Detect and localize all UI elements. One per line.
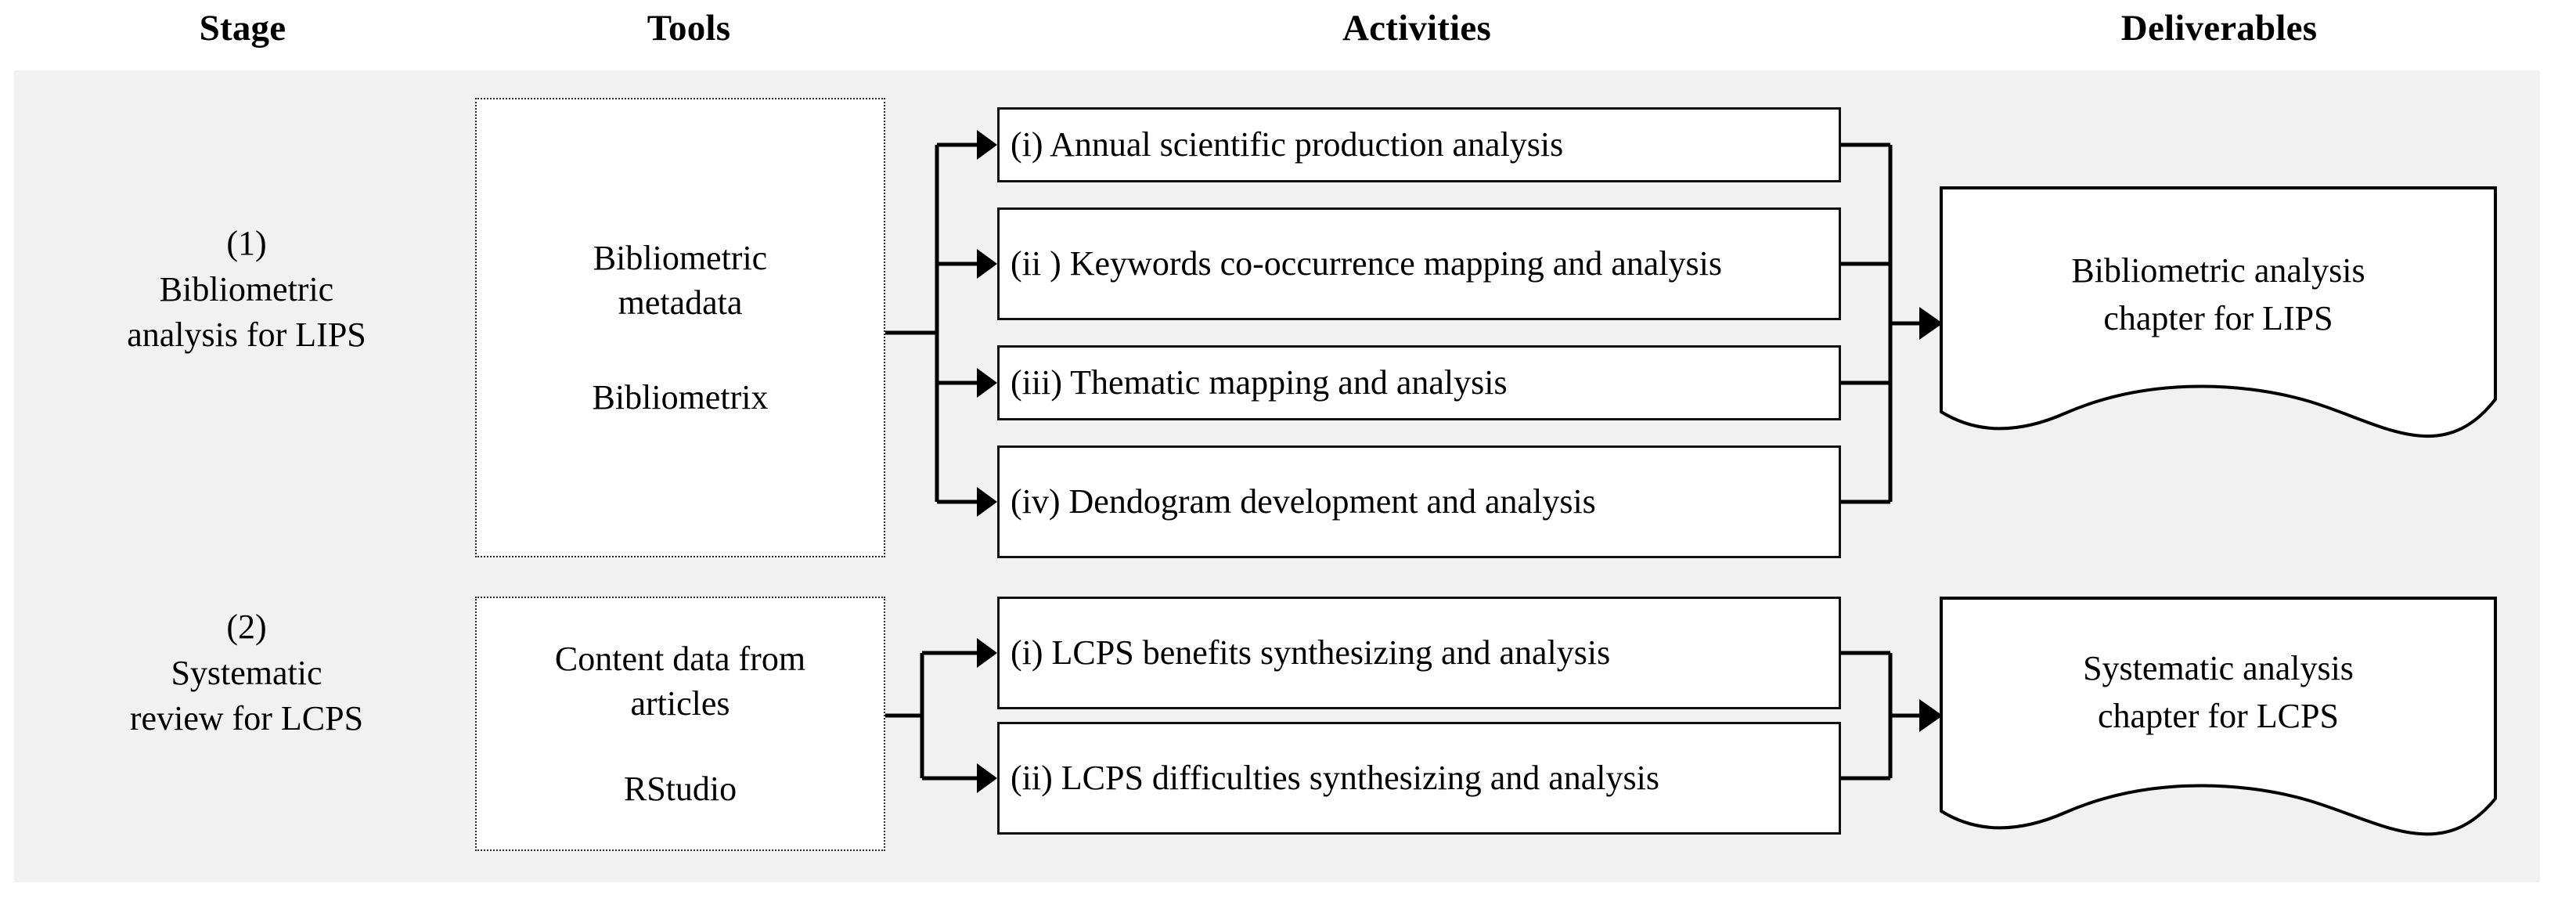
- activity-label-1-iv: (iv) Dendogram development and analysis: [1011, 482, 1596, 521]
- activity-label-2-ii: (ii) LCPS difficulties synthesizing and …: [1011, 759, 1659, 798]
- deliverable-document-1: Bibliometric analysis chapter for LIPS: [1940, 186, 2497, 442]
- activity-label-1-iii: (iii) Thematic mapping and analysis: [1011, 363, 1508, 402]
- activity-box-1-ii: (ii ) Keywords co-occurrence mapping and…: [997, 207, 1841, 320]
- column-header-tools: Tools: [647, 8, 731, 49]
- column-header-activities: Activities: [1342, 8, 1491, 49]
- deliverable-label-2: Systematic analysis chapter for LCPS: [2083, 649, 2354, 735]
- deliverable-label-1: Bibliometric analysis chapter for LIPS: [2071, 251, 2365, 337]
- activity-label-1-i: (i) Annual scientific production analysi…: [1011, 125, 1564, 164]
- tools-secondary-label-1: Bibliometrix: [592, 378, 769, 417]
- tools-primary-label-2: Content data from articles: [554, 639, 806, 723]
- tools-box-row-1: Bibliometric metadata Bibliometrix: [475, 98, 885, 557]
- tools-primary-label-1: Bibliometric metadata: [593, 238, 768, 322]
- activity-label-1-ii: (ii ) Keywords co-occurrence mapping and…: [1011, 244, 1723, 283]
- stage-label-2: (2) Systematic review for LCPS: [129, 608, 364, 738]
- stage-label-1: (1) Bibliometric analysis for LIPS: [127, 224, 366, 355]
- activity-box-2-i: (i) LCPS benefits synthesizing and analy…: [997, 597, 1841, 709]
- activity-box-2-ii: (ii) LCPS difficulties synthesizing and …: [997, 722, 1841, 835]
- tools-box-row-2: Content data from articles RStudio: [475, 597, 885, 851]
- tools-secondary-label-2: RStudio: [623, 770, 737, 809]
- column-header-stage: Stage: [199, 8, 286, 49]
- deliverable-document-2: Systematic analysis chapter for LCPS: [1940, 597, 2497, 839]
- activity-box-1-iii: (iii) Thematic mapping and analysis: [997, 345, 1841, 420]
- document-shape-icon-1: [1940, 186, 2497, 438]
- activity-label-2-i: (i) LCPS benefits synthesizing and analy…: [1011, 633, 1611, 673]
- document-shape-icon-2: [1940, 597, 2497, 836]
- column-header-deliverables: Deliverables: [2120, 8, 2318, 49]
- activity-box-1-iv: (iv) Dendogram development and analysis: [997, 445, 1841, 558]
- activity-box-1-i: (i) Annual scientific production analysi…: [997, 107, 1841, 182]
